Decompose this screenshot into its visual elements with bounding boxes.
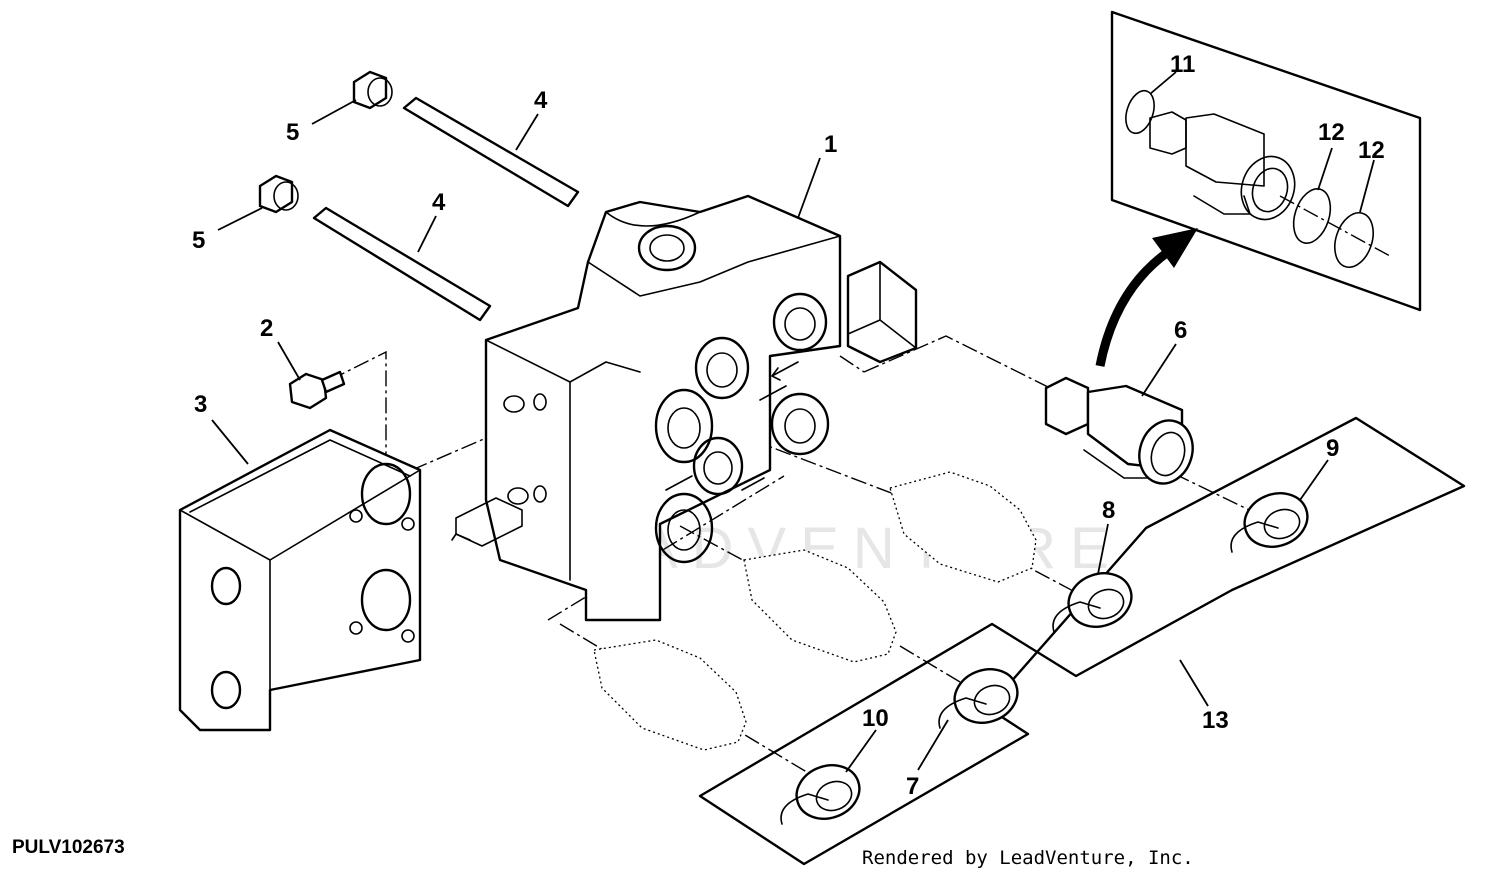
callout-6: 6 xyxy=(1174,317,1187,344)
callout-4a: 4 xyxy=(534,87,548,114)
callout-11: 11 xyxy=(1170,51,1195,78)
leader-lines xyxy=(211,71,1375,773)
callout-3: 3 xyxy=(194,391,207,418)
callout-8: 8 xyxy=(1102,497,1115,524)
detail-o-ring-12b xyxy=(1334,211,1374,269)
callout-9: 9 xyxy=(1326,435,1339,462)
bracket-3 xyxy=(178,428,422,732)
callout-5b: 5 xyxy=(192,227,205,254)
bolt-2 xyxy=(288,370,346,410)
callout-4b: 4 xyxy=(432,189,446,216)
callout-2: 2 xyxy=(260,315,273,342)
callout-10: 10 xyxy=(862,705,889,732)
detail-o-ring-12a xyxy=(1292,188,1332,244)
valve-connector xyxy=(846,260,918,364)
diagram-id: PULV102673 xyxy=(12,837,125,858)
callout-5a: 5 xyxy=(286,119,299,146)
tie-rod-4b xyxy=(312,206,492,322)
cap-8 xyxy=(1052,572,1133,633)
nut-5b xyxy=(258,174,299,214)
tie-rod-4a xyxy=(402,96,580,208)
callouts: 1 2 3 4 4 5 5 6 7 8 9 10 11 12 12 13 xyxy=(192,51,1385,800)
solenoid-valve-6 xyxy=(1044,376,1194,485)
callout-12a: 12 xyxy=(1318,119,1345,146)
callout-12b: 12 xyxy=(1358,137,1385,164)
detail-o-ring-11 xyxy=(1125,89,1155,135)
callout-13: 13 xyxy=(1202,707,1229,734)
cap-9 xyxy=(1230,492,1309,553)
detail-solenoid-valve xyxy=(1149,111,1296,221)
nut-5a xyxy=(352,70,393,110)
kit-outline-13 xyxy=(698,416,1466,866)
valve-body-1 xyxy=(451,194,842,622)
relief-cartridges xyxy=(593,471,1037,751)
credit-line: Rendered by LeadVenture, Inc. xyxy=(862,847,1194,869)
callout-7: 7 xyxy=(906,773,919,800)
detail-arrow xyxy=(1095,228,1198,367)
cap-7 xyxy=(938,668,1019,729)
callout-1: 1 xyxy=(824,131,837,158)
cap-10 xyxy=(780,764,861,825)
detail-inset xyxy=(1110,10,1422,312)
